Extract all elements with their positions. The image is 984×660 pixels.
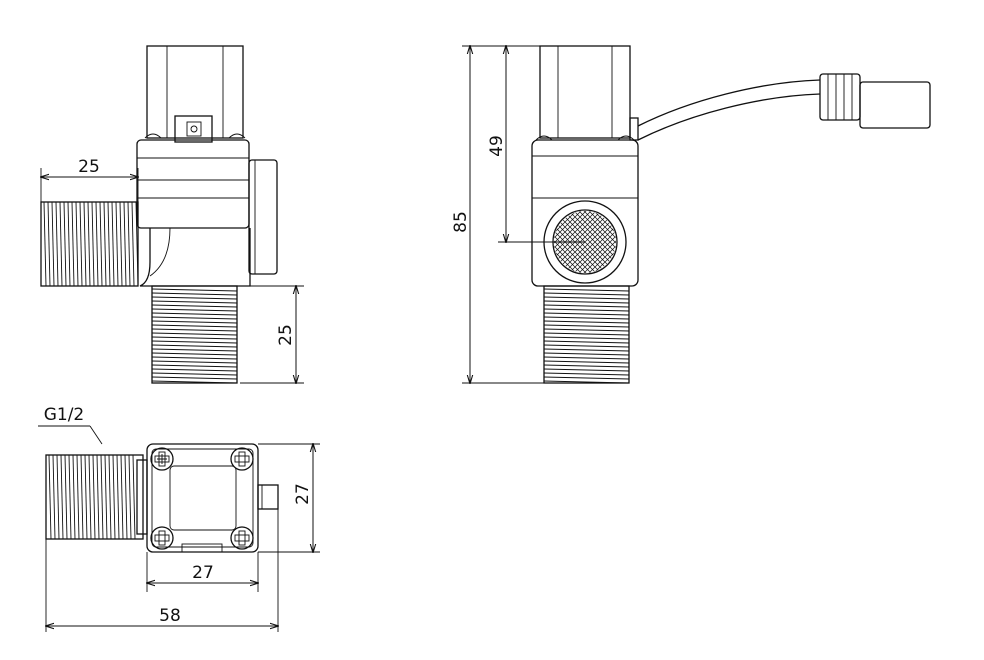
front-outlet-thread (543, 285, 630, 384)
side-boss (248, 159, 278, 275)
front-coil-housing (539, 45, 631, 139)
cable (637, 79, 821, 127)
inlet-thread (40, 201, 139, 287)
dim-side-inlet: 25 (78, 157, 100, 177)
screw-bottom-right (230, 526, 254, 550)
screw-top-right (230, 447, 254, 471)
dim-bottom-height: 27 (293, 483, 313, 505)
dim-side-outlet: 25 (276, 324, 296, 346)
thread-spec-label: G1/2 (44, 405, 85, 425)
connector-tab (174, 115, 213, 143)
bottom-body (146, 443, 259, 553)
dim-front-center: 49 (487, 135, 507, 157)
front-view: 85 49 (451, 45, 931, 384)
front-valve-body (531, 139, 639, 287)
valve-body (136, 139, 250, 229)
dim-front-total: 85 (451, 211, 471, 233)
coil-housing (146, 45, 244, 139)
screw-top-left (150, 447, 174, 471)
bottom-view: G1/2 (38, 405, 320, 632)
dim-bottom-total: 58 (159, 606, 181, 626)
side-view: 25 25 (40, 45, 304, 384)
connector-plug (819, 73, 931, 129)
bottom-thread (45, 454, 144, 540)
dim-bottom-width: 27 (192, 563, 214, 583)
side-nub (257, 484, 279, 510)
outlet-thread (151, 285, 238, 384)
screw-bottom-left (150, 526, 174, 550)
